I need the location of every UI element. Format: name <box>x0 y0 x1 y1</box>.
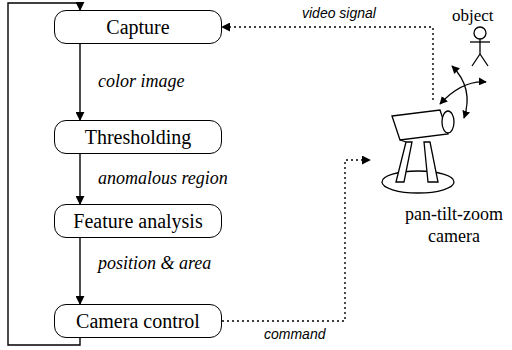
object-figure <box>470 27 490 66</box>
flow-arrow <box>79 238 80 304</box>
process-box: Capture <box>54 10 222 44</box>
flow-arrow <box>79 44 80 120</box>
process-box: Camera control <box>54 304 222 338</box>
signal-arrow <box>222 160 370 321</box>
process-box: Thresholding <box>54 120 222 154</box>
edge-label: anomalous region <box>96 168 230 189</box>
edge-label: command <box>262 326 327 342</box>
camera-drawing <box>370 100 510 200</box>
edge-label: color image <box>96 71 186 92</box>
edge-label: position & area <box>96 253 213 274</box>
node-text: pan-tilt-zoom camera <box>400 204 508 247</box>
flow-arrow <box>8 3 80 345</box>
node-text: Feature analysis <box>73 210 202 233</box>
camera-illustration: pan-tilt-zoom camera <box>370 100 510 256</box>
object-label: object <box>452 6 494 26</box>
flow-arrow <box>79 154 80 204</box>
node-text: Capture <box>106 16 169 39</box>
node-text: Thresholding <box>85 126 192 149</box>
process-box: Feature analysis <box>54 204 222 238</box>
edge-label: video signal <box>300 5 378 21</box>
node-text: Camera control <box>76 310 200 333</box>
motion-arrows <box>440 66 486 118</box>
signal-arrow <box>222 27 433 100</box>
